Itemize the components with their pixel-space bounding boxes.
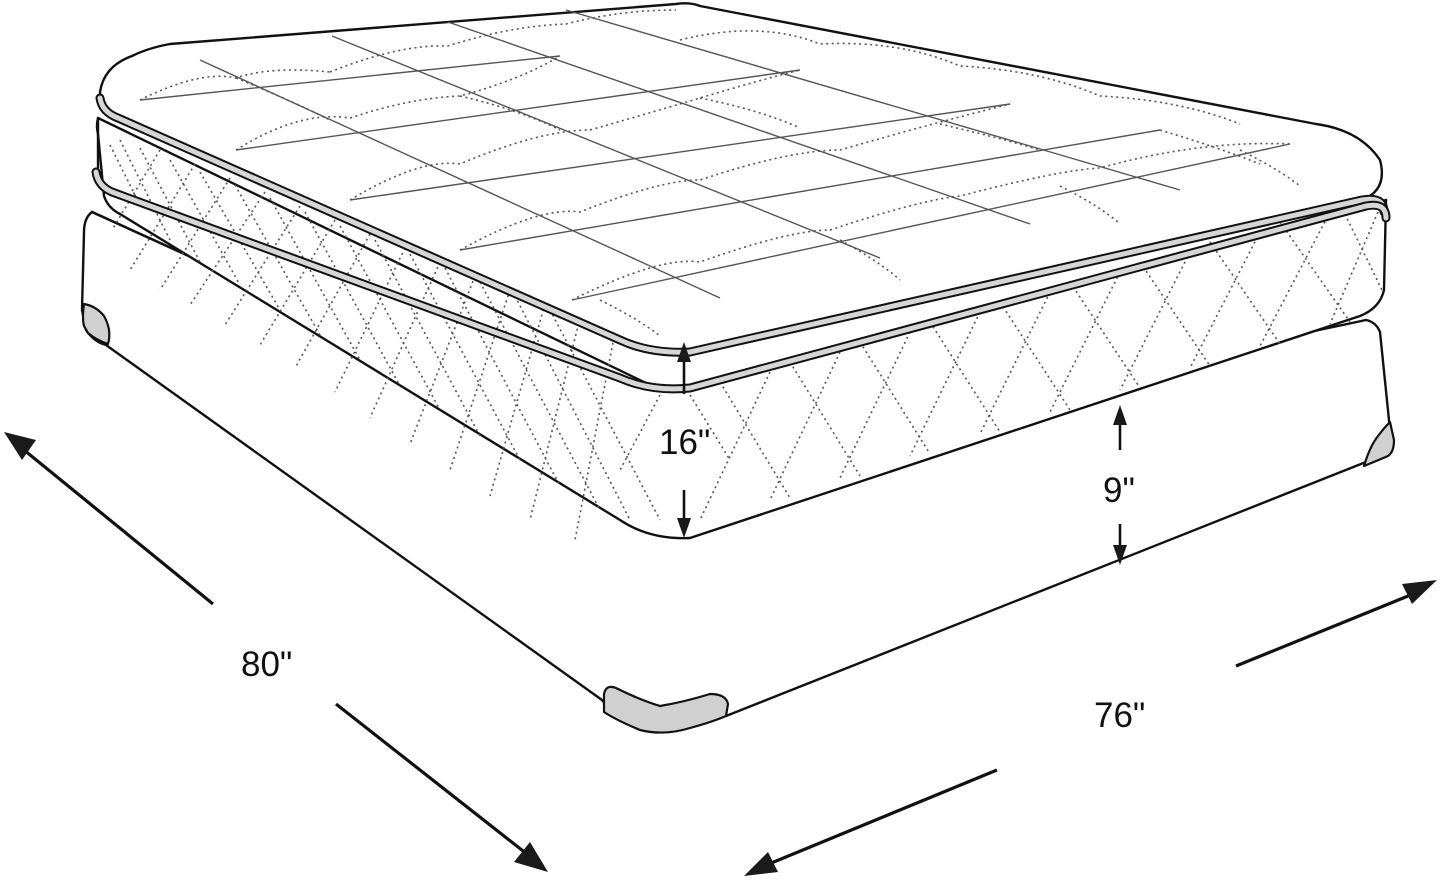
dimension-mattress-height	[677, 342, 691, 538]
top-scallop-stitching	[139, 9, 1301, 337]
dimension-length-arrows	[4, 432, 548, 872]
dimension-foundation-height	[1113, 405, 1127, 565]
arrow-up-right-icon	[1402, 580, 1437, 604]
arrow-down-right-icon	[514, 842, 548, 872]
width-label: 76"	[1094, 696, 1146, 735]
foundation-height-label: 9"	[1103, 471, 1135, 510]
corner-guard-left	[81, 302, 111, 346]
mattress-height-label: 16"	[659, 423, 711, 462]
border-stitching-left	[109, 139, 661, 541]
corner-guard-front	[602, 685, 730, 734]
border-stitching-right	[619, 203, 1383, 521]
arrow-up-left-icon	[4, 432, 36, 460]
length-label: 80"	[241, 645, 293, 684]
corner-guard-right	[1362, 420, 1396, 468]
dimension-width-arrows	[744, 580, 1437, 876]
mattress-border	[95, 116, 1388, 541]
arrow-down-left-icon	[744, 852, 778, 876]
pillow-top	[91, 2, 1391, 394]
